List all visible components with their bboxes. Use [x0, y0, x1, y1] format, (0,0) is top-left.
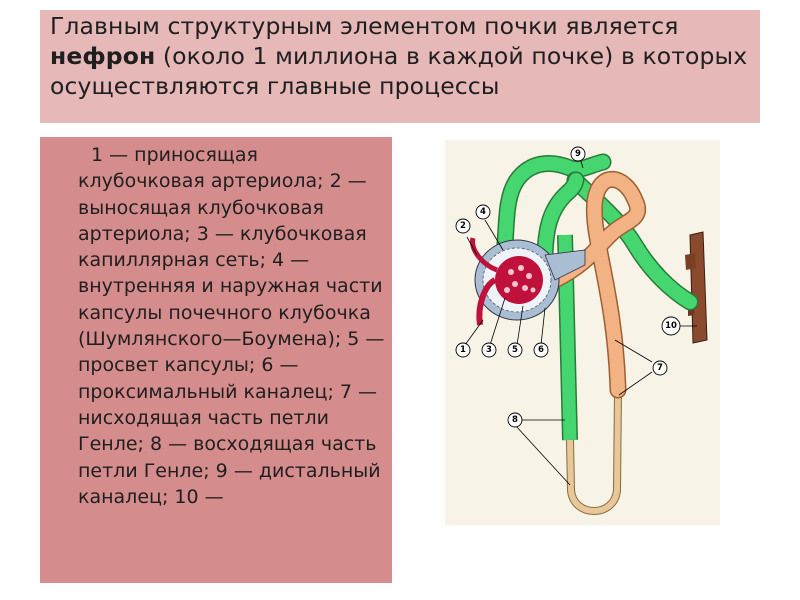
- label-4: 4: [475, 204, 491, 220]
- label-6-text: 6: [538, 345, 544, 355]
- label-2-text: 2: [460, 221, 466, 231]
- proximal-tubule-fill: [548, 172, 645, 397]
- label-1-text: 1: [460, 345, 466, 355]
- label-2: 2: [455, 218, 471, 234]
- slide-title: Главным структурным элементом почки явля…: [50, 11, 770, 101]
- label-8: 8: [507, 412, 523, 428]
- label-5-text: 5: [512, 345, 518, 355]
- nephron-diagram: 9 2 4 1 3 5 6 7 8 10: [445, 140, 720, 525]
- legend-text: 1 — приносящая клубочковая артериола; 2 …: [78, 144, 385, 508]
- title-part1: Главным структурным элементом почки явля…: [50, 12, 679, 40]
- label-8-text: 8: [512, 415, 518, 425]
- label-3-text: 3: [486, 345, 492, 355]
- title-part2: (около 1 миллиона в каждой почке) в кото…: [50, 42, 748, 100]
- label-4-text: 4: [480, 207, 486, 217]
- afferent-arteriole: [476, 277, 497, 326]
- label-5: 5: [507, 342, 523, 358]
- glomerular-capillaries: [495, 256, 543, 304]
- label-9-text: 9: [575, 149, 581, 159]
- leader-lines: [464, 157, 697, 486]
- title-bold-term: нефрон: [50, 42, 156, 70]
- label-6: 6: [533, 342, 549, 358]
- label-10: 10: [661, 316, 681, 336]
- efferent-arteriole: [470, 237, 498, 273]
- distal-tubule-fill: [496, 155, 610, 267]
- title-banner: [40, 10, 760, 123]
- label-7-text: 7: [657, 363, 663, 373]
- legend-panel: 1 — приносящая клубочковая артериола; 2 …: [40, 137, 392, 583]
- label-3: 3: [481, 342, 497, 358]
- loop-of-henle-fill: [567, 389, 621, 514]
- ascending-limb-fill: [538, 173, 583, 267]
- label-10-text: 10: [665, 321, 677, 331]
- label-1: 1: [455, 342, 471, 358]
- label-7: 7: [652, 360, 668, 376]
- label-9: 9: [570, 146, 586, 162]
